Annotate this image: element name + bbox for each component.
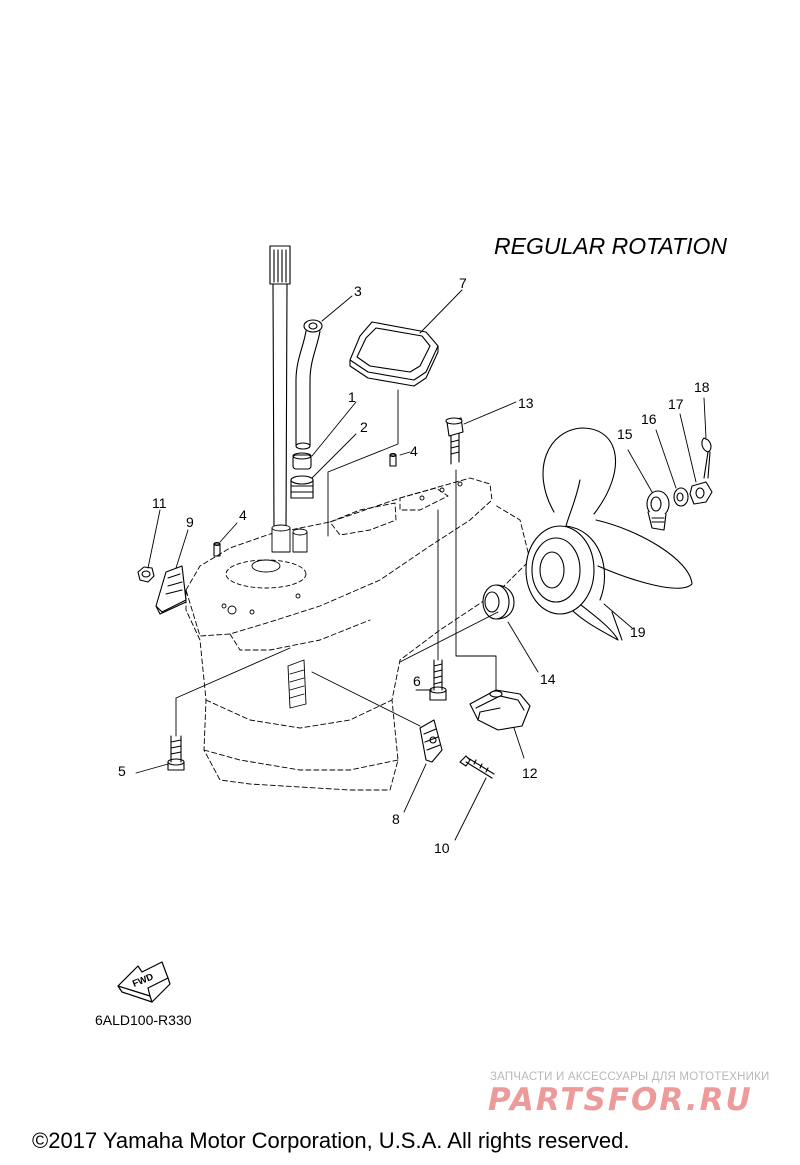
- leader-lines: [135, 289, 707, 841]
- callout-label: 6: [413, 673, 421, 689]
- bolt: [445, 417, 464, 465]
- grommet: [290, 475, 314, 499]
- callout-label: 9: [186, 514, 194, 530]
- callout-label: 17: [668, 396, 684, 412]
- callout-label: 15: [617, 426, 633, 442]
- spacer: [646, 490, 670, 531]
- callout-label: 12: [522, 765, 538, 781]
- gasket: [349, 321, 439, 387]
- water-inlet-cover-starboard: [419, 719, 443, 763]
- callout-label: 2: [360, 419, 368, 435]
- water-tube: [295, 319, 323, 450]
- fwd-arrow-icon: [117, 961, 171, 1003]
- copyright-notice: ©2017 Yamaha Motor Corporation, U.S.A. A…: [32, 1128, 630, 1153]
- callout-label: 13: [518, 395, 534, 411]
- water-pump-housing: [221, 481, 463, 615]
- water-inlet-cover-port: [155, 565, 187, 615]
- callout-label: 4: [410, 443, 418, 459]
- callout-label: 3: [354, 283, 362, 299]
- trim-tab: [469, 689, 531, 731]
- castle-nut: [689, 481, 713, 505]
- watermark-logo: PARTSFOR.RU: [488, 1082, 753, 1118]
- seal-rubber: [292, 452, 312, 470]
- diagram-code: 6ALD100-R330: [95, 1012, 192, 1028]
- drive-shaft: [269, 245, 291, 536]
- callout-labels: 1 2 3 4 4 5 6 7 8 9 10 11 12 13 14 15 16…: [118, 275, 710, 856]
- callout-label: 16: [641, 411, 657, 427]
- callout-label: 18: [694, 379, 710, 395]
- callout-label: 10: [434, 840, 450, 856]
- callout-label: 1: [348, 389, 356, 405]
- callout-label: 19: [630, 624, 646, 640]
- dowel-pin: [389, 452, 397, 467]
- lower-case: [185, 477, 531, 791]
- callout-label: 11: [152, 495, 167, 511]
- watermark-tagline: ЗАПЧАСТИ И АКСЕССУАРЫ ДЛЯ МОТОТЕХНИКИ: [490, 1071, 770, 1083]
- callout-label: 4: [239, 507, 247, 523]
- bolt: [429, 659, 447, 701]
- cotter-pin: [701, 437, 712, 479]
- diagram-title: REGULAR ROTATION: [494, 233, 727, 259]
- washer: [673, 487, 689, 507]
- propeller: [525, 427, 693, 641]
- rubber-seal: [482, 584, 515, 620]
- callout-label: 14: [540, 671, 556, 687]
- dowel-pin: [213, 541, 221, 557]
- callout-label: 5: [118, 763, 126, 779]
- callout-label: 7: [459, 275, 467, 291]
- nut: [137, 566, 155, 583]
- callout-label: 8: [392, 811, 400, 827]
- screw: [459, 755, 495, 779]
- bolt: [167, 735, 185, 771]
- water-intake-grille: [287, 659, 307, 709]
- assembly-lines: [175, 389, 499, 737]
